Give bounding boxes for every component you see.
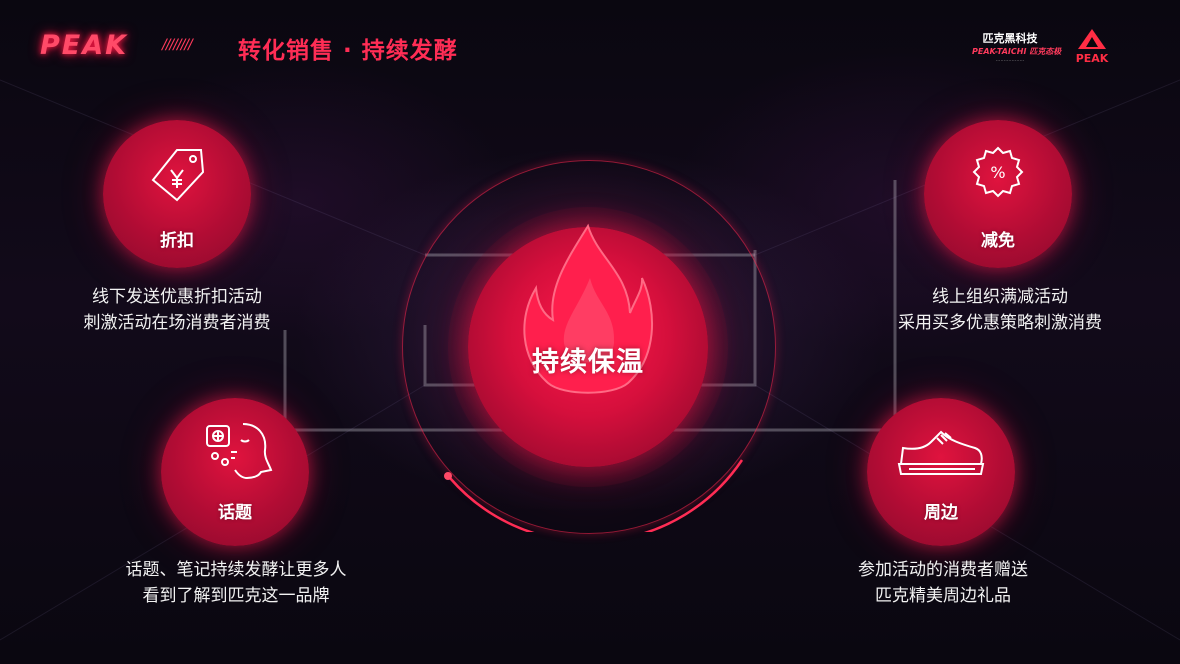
percent-badge-icon: % [972,146,1024,198]
discount-bubble: 折扣 [103,120,251,268]
reduction-desc-line2: 采用买多优惠策略刺激消费 [898,313,1102,333]
center-arc [444,459,744,532]
merch-desc-line1: 参加活动的消费者赠送 [858,560,1028,580]
corner-logo-text: PEAK [1075,52,1109,65]
page-title: 转化销售 · 持续发酵 [238,38,458,64]
flame-icon [523,223,654,394]
discount-desc-line2: 刺激活动在场消费者消费 [83,313,271,333]
reduction-description: 线上组织满减活动 采用买多优惠策略刺激消费 [870,284,1130,336]
reduction-desc-line1: 线上组织满减活动 [932,287,1068,307]
partner-brand-sub: ·················· [995,58,1025,64]
speaking-head-icon [206,423,273,480]
center-label: 持续保温 [532,347,644,378]
price-tag-icon [151,149,205,202]
partner-brand-cn: 匹克黑科技 [982,32,1038,45]
corner-logo: PEAK [1072,28,1112,65]
sneaker-icon [897,430,985,475]
decorative-slashes: //////// [162,37,193,53]
peak-logo: PEAK [40,30,129,61]
topic-desc-line2: 看到了解到匹克这一品牌 [142,586,330,606]
reduction-label: 减免 [981,231,1015,251]
partner-brand-en: PEAK-TAICHI 匹克态极 [972,47,1062,56]
merch-label: 周边 [924,503,958,523]
discount-desc-line1: 线下发送优惠折扣活动 [92,287,262,307]
peak-triangle-icon [1078,29,1106,49]
topic-description: 话题、笔记持续发酵让更多人 看到了解到匹克这一品牌 [96,557,376,609]
merch-description: 参加活动的消费者赠送 匹克精美周边礼品 [828,557,1058,609]
svg-text:%: % [990,163,1005,182]
merch-desc-line2: 匹克精美周边礼品 [875,586,1011,606]
reduction-bubble: % 减免 [924,120,1072,268]
topic-desc-line1: 话题、笔记持续发酵让更多人 [125,560,347,580]
discount-description: 线下发送优惠折扣活动 刺激活动在场消费者消费 [58,284,296,336]
partner-brand: 匹克黑科技 PEAK-TAICHI 匹克态极 ·················… [972,30,1062,64]
discount-label: 折扣 [160,231,194,251]
topic-bubble: 话题 [161,398,309,546]
center-outer-ring [402,160,776,534]
topic-label: 话题 [218,503,252,523]
merch-bubble: 周边 [867,398,1015,546]
